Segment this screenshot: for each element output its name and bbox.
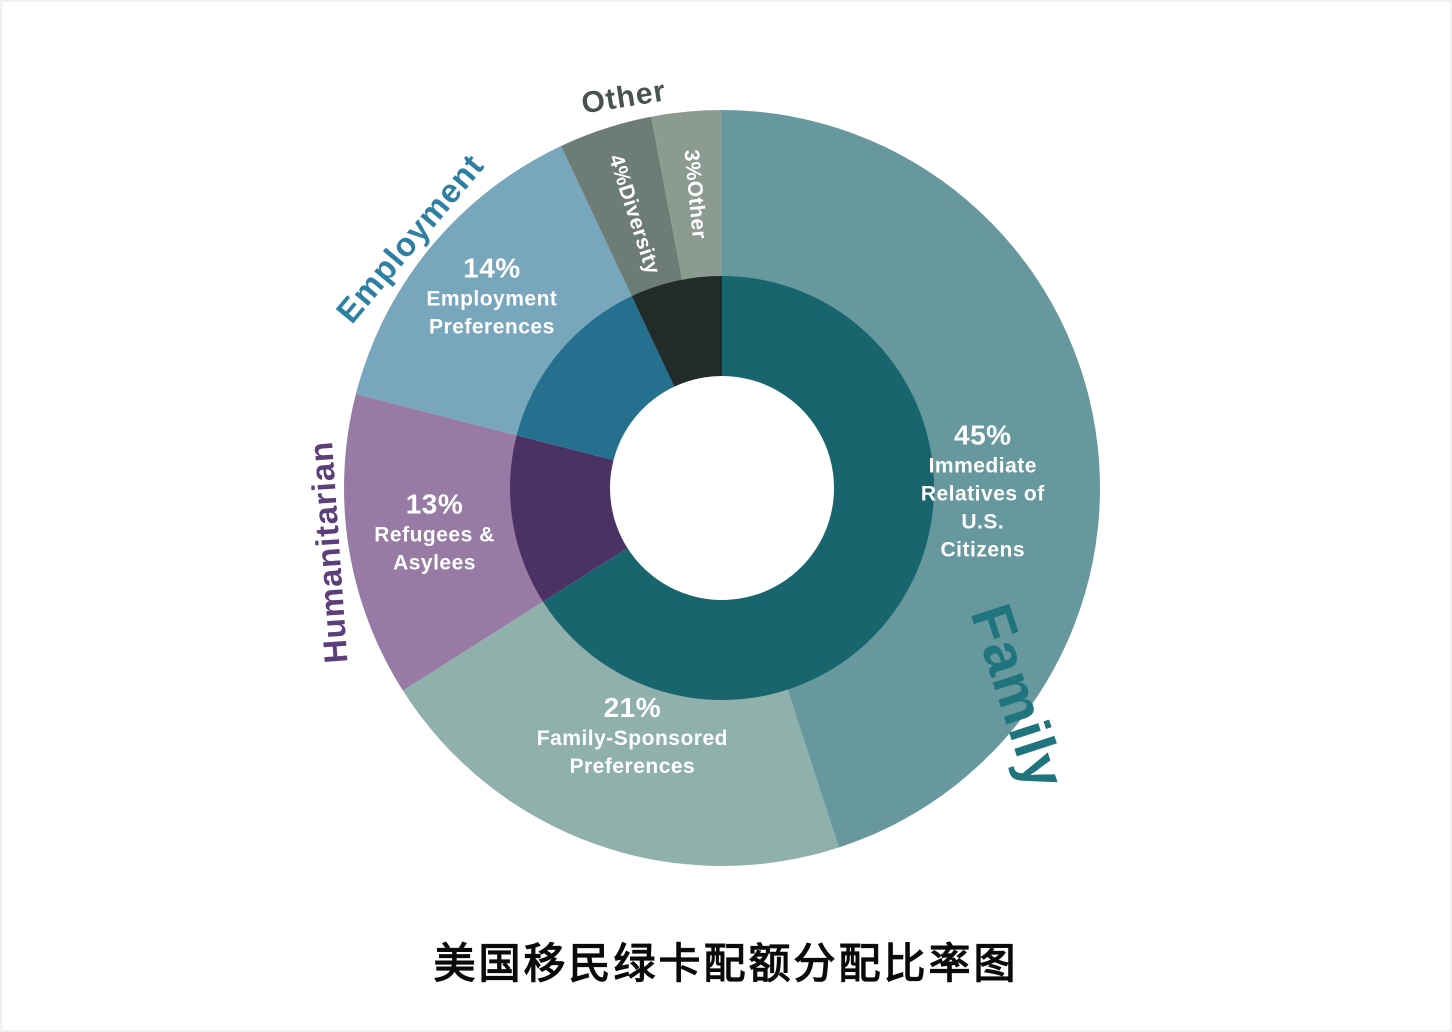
- pie-slice-other: [651, 110, 722, 281]
- group-label-other: Other: [579, 74, 668, 120]
- inner-ring-humanitarian: [509, 435, 628, 602]
- pie-slice-employment-preferences: [355, 145, 633, 436]
- pie-slice-diversity: [561, 116, 683, 298]
- inner-ring-family: [543, 276, 934, 700]
- pie-slice-family-sponsored: [402, 601, 839, 867]
- pie-slice-refugees-asylees: [344, 394, 544, 691]
- pie-slice-immediate-relatives: [722, 110, 1101, 848]
- inner-ring-employment: [516, 296, 675, 461]
- chart-title: 美国移民绿卡配额分配比率图: [433, 940, 1019, 987]
- inner-ring-other: [631, 276, 722, 387]
- slice-label-refugees-asylees: 13%Refugees &Asylees: [374, 489, 495, 575]
